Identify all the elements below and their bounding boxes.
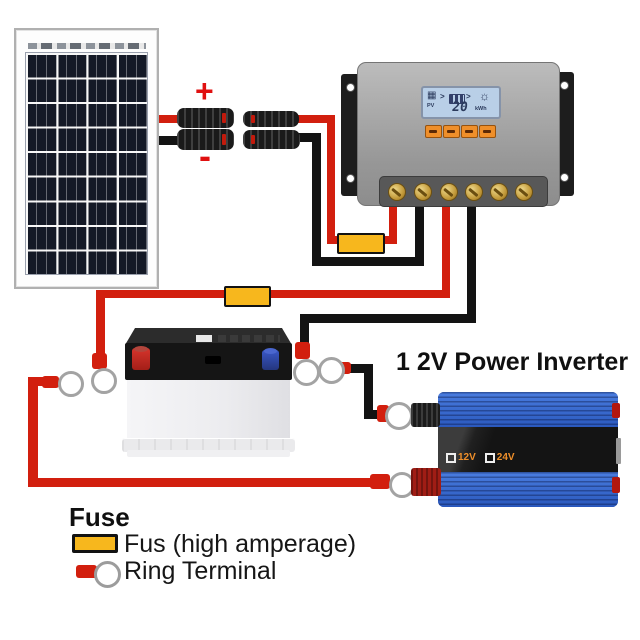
legend-ring-label: Ring Terminal: [124, 557, 277, 585]
pv-panel-icon: ▦: [427, 90, 437, 101]
battery-positive-ring-terminal: [91, 368, 117, 394]
solar-panel-cells: [25, 52, 148, 275]
inverter-title: 1 2V Power Inverter: [396, 348, 629, 376]
terminal-screw-battery-positive: [440, 183, 458, 201]
power-inverter: 12V 24V: [438, 392, 618, 507]
legend-title: Fuse: [69, 502, 130, 532]
pv-fuse: [337, 233, 385, 254]
mc4-connector-female-negative: [177, 129, 234, 150]
legend-fuse-symbol: [72, 534, 118, 553]
battery-negative-wire-segment: [467, 200, 476, 323]
screw-hole: [560, 173, 569, 182]
pv-negative-wire-segment: [415, 200, 424, 266]
controller-button-4[interactable]: [479, 125, 496, 138]
terminal-screw-pv-negative: [414, 183, 432, 201]
inverter-negative-wire-segment: [349, 364, 373, 373]
battery-positive-post-top: [134, 346, 148, 352]
screw-hole: [346, 174, 355, 183]
pv-negative-wire-segment: [150, 136, 178, 145]
battery-base-lip: [127, 450, 290, 457]
inverter-negative-wire-segment: [364, 364, 373, 419]
ring-terminal-sleeve: [295, 342, 310, 359]
inverter-negative-ring-terminal-battery-end: [318, 357, 345, 384]
battery-positive-wire-segment: [96, 290, 227, 298]
battery-negative-post: [262, 350, 279, 370]
inverter-top-fins: [438, 392, 618, 428]
battery-fuse: [224, 286, 271, 307]
inverter-side-terminal: [612, 477, 620, 493]
mode-24v: 24V: [484, 453, 515, 463]
inverter-negative-ring-terminal: [385, 402, 413, 430]
ring-terminal-sleeve: [42, 376, 59, 388]
battery-handle-notch: [205, 356, 221, 364]
terminal-screw-pv-positive: [388, 183, 406, 201]
charge-controller: ▦ PV > > ☼ 20 kWh: [357, 62, 560, 207]
battery-vent-caps: [218, 335, 280, 342]
terminal-screw-load-positive: [490, 183, 508, 201]
controller-lcd: ▦ PV > > ☼ 20 kWh: [421, 86, 501, 119]
terminal-screw-load-negative: [515, 183, 533, 201]
battery-positive-wire-segment: [442, 200, 450, 298]
legend-ring-sleeve: [76, 565, 97, 578]
lcd-arrow: >: [440, 92, 445, 101]
plus-symbol: +: [195, 73, 214, 109]
checkbox-icon: [446, 453, 456, 463]
pv-positive-wire-segment: [150, 115, 178, 123]
pv-positive-wire-segment: [327, 115, 335, 244]
battery-negative-post-top: [264, 348, 277, 354]
battery-label: [196, 335, 212, 342]
pv-positive-wire-segment: [327, 236, 341, 244]
lcd-value: 20: [450, 100, 469, 115]
pv-negative-wire-segment: [312, 133, 321, 266]
lcd-arrow: >: [466, 92, 471, 101]
pv-positive-wire-segment: [380, 236, 394, 244]
controller-button-2[interactable]: [443, 125, 460, 138]
battery-base: [122, 438, 295, 452]
lcd-pv-label: PV: [427, 103, 435, 109]
pv-positive-wire-segment: [389, 200, 397, 244]
battery-negative-wire-segment: [304, 314, 476, 323]
inverter-side-terminal: [612, 403, 620, 418]
pv-negative-wire-segment: [296, 133, 321, 142]
solar-panel-label-strip: [28, 43, 146, 49]
pv-positive-wire-segment: [295, 115, 335, 123]
ring-terminal-sleeve: [370, 474, 390, 489]
inverter-positive-ring-terminal-battery-end: [58, 371, 84, 397]
battery-icon: [449, 94, 465, 104]
inverter-positive-wire-segment: [28, 377, 38, 484]
lcd-unit: kWh: [475, 106, 487, 112]
mc4-connector-female-positive: [243, 111, 299, 127]
inverter-voltage-modes: 12V 24V: [446, 453, 515, 463]
mc4-connector-male-negative: [243, 130, 300, 149]
controller-button-1[interactable]: [425, 125, 442, 138]
controller-button-3[interactable]: [461, 125, 478, 138]
pv-negative-wire-segment: [312, 257, 424, 266]
controller-mount-bracket-left: [341, 74, 362, 196]
inverter-positive-post: [411, 468, 441, 496]
solar-panel: [14, 28, 159, 289]
ring-terminal-sleeve: [92, 353, 107, 369]
inverter-positive-wire-segment: [28, 478, 374, 487]
inverter-front-panel: 12V 24V: [438, 427, 618, 473]
inverter-negative-post: [411, 403, 440, 427]
mc4-connector-male-positive: [177, 108, 234, 128]
battery-body: [127, 380, 290, 441]
battery-positive-wire-segment: [266, 290, 450, 298]
checkbox-icon: [484, 453, 495, 463]
mode-12v: 12V: [446, 453, 476, 463]
screw-hole: [560, 81, 569, 90]
terminal-screw-battery-negative: [465, 183, 483, 201]
minus-symbol: -: [199, 135, 211, 176]
sun-icon: ☼: [479, 89, 490, 103]
inverter-side-tab: [616, 438, 621, 464]
battery-negative-ring-terminal: [293, 359, 320, 386]
battery-negative-wire-segment: [300, 314, 309, 347]
inverter-bottom-fins: [438, 472, 618, 507]
battery-positive-wire-segment: [96, 290, 105, 357]
legend-fuse-label: Fus (high amperage): [124, 530, 357, 558]
screw-hole: [346, 83, 355, 92]
legend-ring-symbol: [94, 561, 121, 588]
battery-positive-post: [132, 348, 150, 370]
